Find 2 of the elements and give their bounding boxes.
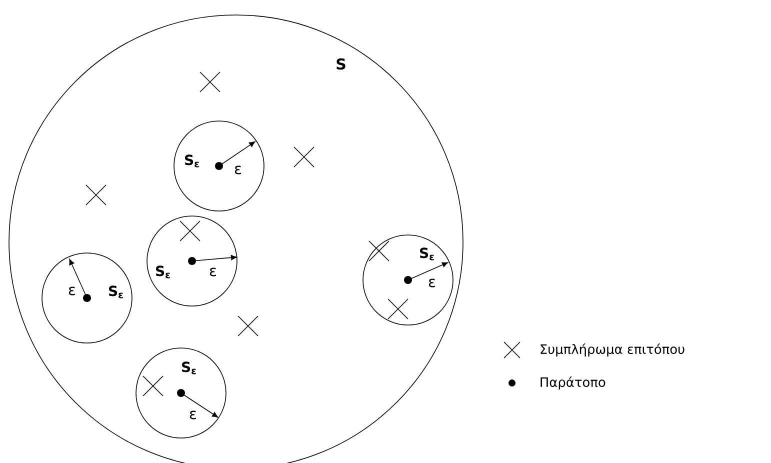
legend-text: Συμπλήρωμα επιτόπου: [540, 343, 684, 357]
legend-text: Παράτοπο: [540, 376, 606, 390]
